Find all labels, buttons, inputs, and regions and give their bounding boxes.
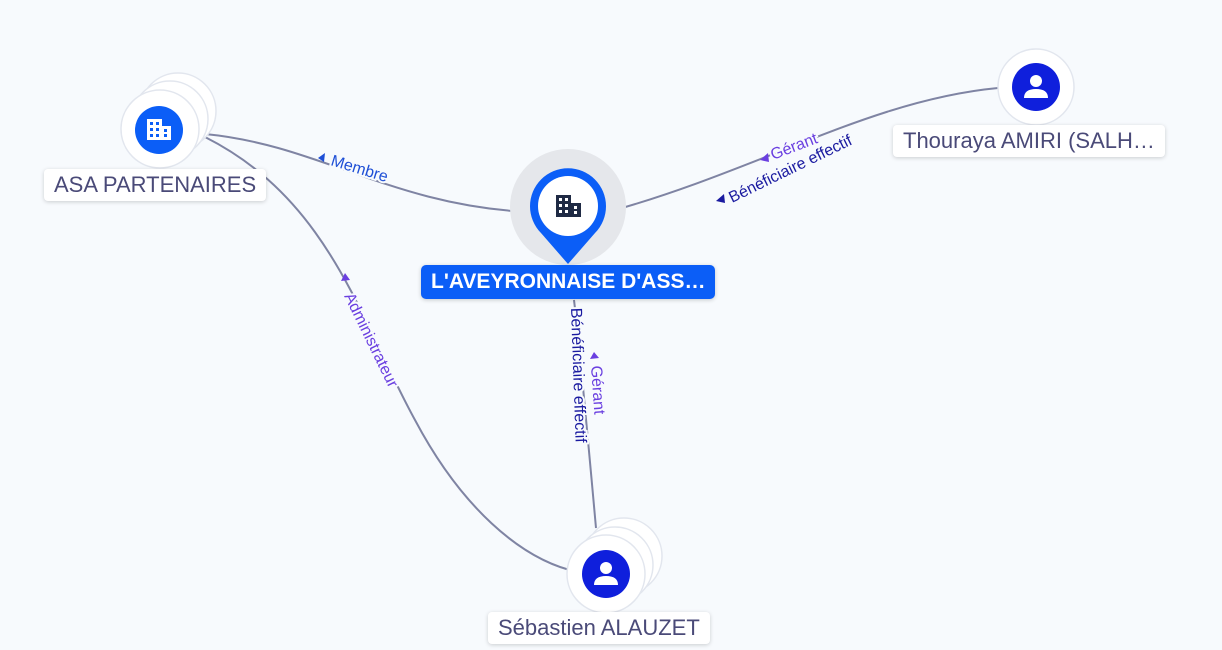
arrow-left-icon (760, 153, 769, 162)
arrow-up-icon (590, 352, 599, 359)
node-center-company[interactable] (510, 149, 626, 265)
node-label-asa-partenaires[interactable]: ASA PARTENAIRES (44, 169, 267, 201)
arrow-left-icon (318, 153, 325, 162)
edge-label-sebastien-beneficiaire: Bénéficiaire effectif (565, 306, 591, 446)
edge-label-sebastien-gerant-text: Gérant (587, 365, 607, 416)
person-icon (1024, 75, 1048, 98)
edge-label-sebastien-beneficiaire-text: Bénéficiaire effectif (567, 308, 589, 444)
edge-label-administrateur: Administrateur (338, 273, 403, 393)
arrow-left-icon (716, 194, 725, 203)
node-label-sebastien-alauzet[interactable]: Sébastien ALAUZET (488, 612, 710, 644)
building-icon (147, 119, 171, 140)
node-thouraya-amiri[interactable] (997, 48, 1075, 126)
building-icon (556, 195, 581, 217)
edge-label-sebastien-gerant: Gérant (585, 352, 609, 418)
edge-label-administrateur-text: Administrateur (340, 290, 401, 391)
node-asa-partenaires[interactable] (120, 72, 217, 169)
edge-label-membre: Membre (318, 151, 392, 188)
edge-thouraya-center[interactable] (607, 87, 999, 213)
edge-asa-sebastien[interactable] (204, 136, 579, 573)
edge-label-membre-text: Membre (329, 153, 390, 186)
node-label-center-company[interactable]: L'AVEYRONNAISE D'ASS… (421, 265, 716, 299)
arrow-left-icon (341, 273, 350, 281)
node-sebastien-alauzet[interactable] (566, 517, 663, 614)
node-label-thouraya-amiri[interactable]: Thouraya AMIRI (SALH… (893, 125, 1165, 157)
edge-sebastien-center[interactable] (573, 299, 597, 529)
person-icon (594, 562, 618, 585)
edge-asa-center[interactable] (204, 133, 529, 213)
